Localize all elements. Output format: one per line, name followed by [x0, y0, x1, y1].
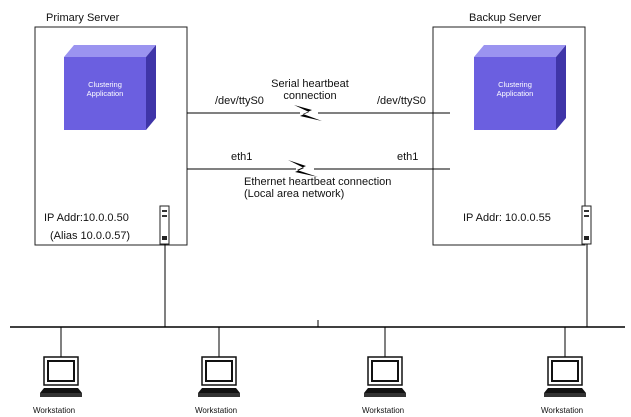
workstation-monitor-icon — [544, 356, 586, 397]
workstation-monitor-icon — [40, 356, 82, 397]
backup-eth-port: eth1 — [397, 151, 419, 163]
workstation-label: Workstation — [33, 406, 76, 415]
primary-clustering-cube — [64, 45, 156, 130]
backup-ip-address: IP Addr: 10.0.0.55 — [463, 212, 551, 224]
ethernet-heartbeat-label: Ethernet heartbeat connection (Local are… — [244, 176, 392, 200]
workstation-monitor-icon — [198, 356, 240, 397]
backup-app-label: Clustering Application — [496, 80, 534, 98]
workstation-label: Workstation — [195, 406, 238, 415]
primary-serial-port: /dev/ttyS0 — [215, 95, 264, 107]
primary-eth-port: eth1 — [231, 151, 253, 163]
ethernet-heartbeat-line — [187, 160, 450, 177]
backup-server-title: Backup Server — [469, 12, 542, 24]
workstation-label: Workstation — [541, 406, 584, 415]
backup-serial-port: /dev/ttyS0 — [377, 95, 426, 107]
primary-ip-address: IP Addr:10.0.0.50 — [44, 212, 129, 224]
serial-heartbeat-label: Serial heartbeat connection — [271, 78, 349, 102]
primary-app-label: Clustering Application — [86, 80, 124, 98]
backup-clustering-cube — [474, 45, 566, 130]
ethernet-lightning-icon — [288, 160, 318, 177]
workstation-drops — [60, 327, 566, 357]
primary-server-title: Primary Server — [46, 12, 120, 24]
workstation-label: Workstation — [362, 406, 405, 415]
primary-server-tower-icon — [159, 205, 170, 245]
backup-server-tower-icon — [581, 205, 592, 245]
serial-lightning-icon — [294, 105, 322, 121]
serial-heartbeat-line — [187, 105, 450, 121]
primary-alias-address: (Alias 10.0.0.57) — [50, 230, 131, 242]
workstation-monitor-icon — [364, 356, 406, 397]
